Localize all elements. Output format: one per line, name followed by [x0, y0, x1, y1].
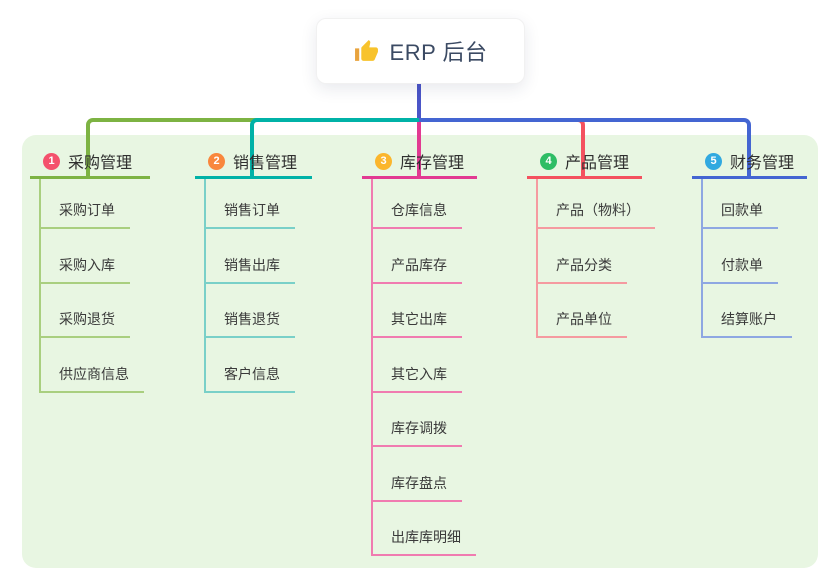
child-node[interactable]: 产品（物料） — [538, 200, 655, 229]
child-row: 库存调拨 — [373, 393, 476, 447]
connector-sales — [250, 118, 420, 177]
topic-label: 财务管理 — [730, 155, 795, 172]
topic-node-inventory[interactable]: 3 库存管理 — [362, 146, 477, 179]
badge-4: 4 — [540, 152, 557, 170]
topic-node-finance[interactable]: 5 财务管理 — [692, 146, 807, 179]
branches-panel — [22, 135, 818, 568]
child-node[interactable]: 采购退货 — [41, 309, 130, 338]
children-inventory: 仓库信息 产品库存 其它出库 其它入库 库存调拨 库存盘点 出库库明细 — [371, 179, 476, 556]
child-row: 产品库存 — [373, 229, 476, 284]
children-purchase: 采购订单 采购入库 采购退货 供应商信息 — [39, 179, 144, 393]
children-sales: 销售订单 销售出库 销售退货 客户信息 — [204, 179, 295, 393]
badge-3: 3 — [375, 152, 392, 170]
child-row: 付款单 — [703, 229, 792, 284]
child-node[interactable]: 库存盘点 — [373, 473, 462, 502]
child-node[interactable]: 销售订单 — [206, 200, 295, 229]
badge-2: 2 — [208, 152, 225, 170]
child-node[interactable]: 出库库明细 — [373, 527, 476, 556]
child-node[interactable]: 其它出库 — [373, 309, 462, 338]
child-row: 回款单 — [703, 179, 792, 229]
child-row: 供应商信息 — [41, 338, 144, 393]
child-row: 仓库信息 — [373, 179, 476, 229]
root-label: ERP 后台 — [389, 40, 488, 65]
child-node[interactable]: 库存调拨 — [373, 418, 462, 447]
child-node[interactable]: 供应商信息 — [41, 364, 144, 393]
child-row: 产品单位 — [538, 284, 655, 338]
child-node[interactable]: 仓库信息 — [373, 200, 462, 229]
badge-5: 5 — [705, 152, 722, 170]
child-row: 其它出库 — [373, 284, 476, 338]
child-node[interactable]: 销售出库 — [206, 255, 295, 284]
topic-label: 产品管理 — [565, 155, 630, 172]
badge-1: 1 — [43, 152, 60, 170]
child-row: 产品（物料） — [538, 179, 655, 229]
thumbs-up-icon — [354, 39, 378, 61]
child-row: 其它入库 — [373, 338, 476, 393]
connector-finance — [419, 118, 751, 177]
child-row: 采购退货 — [41, 284, 144, 338]
topic-label: 库存管理 — [400, 155, 465, 172]
child-node[interactable]: 客户信息 — [206, 364, 295, 393]
child-node[interactable]: 采购订单 — [41, 200, 130, 229]
children-product: 产品（物料） 产品分类 产品单位 — [536, 179, 655, 338]
child-node[interactable]: 结算账户 — [703, 309, 792, 338]
child-row: 客户信息 — [206, 338, 295, 393]
root-node-erp[interactable]: ERP 后台 — [316, 18, 525, 84]
child-node[interactable]: 回款单 — [703, 200, 778, 229]
child-row: 销售退货 — [206, 284, 295, 338]
child-row: 库存盘点 — [373, 447, 476, 502]
child-row: 出库库明细 — [373, 502, 476, 556]
child-row: 采购订单 — [41, 179, 144, 229]
topic-label: 销售管理 — [233, 155, 298, 172]
topic-node-product[interactable]: 4 产品管理 — [527, 146, 642, 179]
connector-root-stem — [417, 81, 421, 119]
child-node[interactable]: 其它入库 — [373, 364, 462, 393]
child-node[interactable]: 产品分类 — [538, 255, 627, 284]
topic-node-sales[interactable]: 2 销售管理 — [195, 146, 312, 179]
child-node[interactable]: 销售退货 — [206, 309, 295, 338]
child-node[interactable]: 付款单 — [703, 255, 778, 284]
child-node[interactable]: 产品单位 — [538, 309, 627, 338]
child-row: 销售订单 — [206, 179, 295, 229]
child-row: 产品分类 — [538, 229, 655, 284]
topic-label: 采购管理 — [68, 155, 133, 172]
child-row: 结算账户 — [703, 284, 792, 338]
child-row: 销售出库 — [206, 229, 295, 284]
connector-inventory — [417, 119, 421, 177]
child-node[interactable]: 采购入库 — [41, 255, 130, 284]
topic-node-purchase[interactable]: 1 采购管理 — [30, 146, 150, 179]
child-row: 采购入库 — [41, 229, 144, 284]
children-finance: 回款单 付款单 结算账户 — [701, 179, 792, 338]
child-node[interactable]: 产品库存 — [373, 255, 462, 284]
